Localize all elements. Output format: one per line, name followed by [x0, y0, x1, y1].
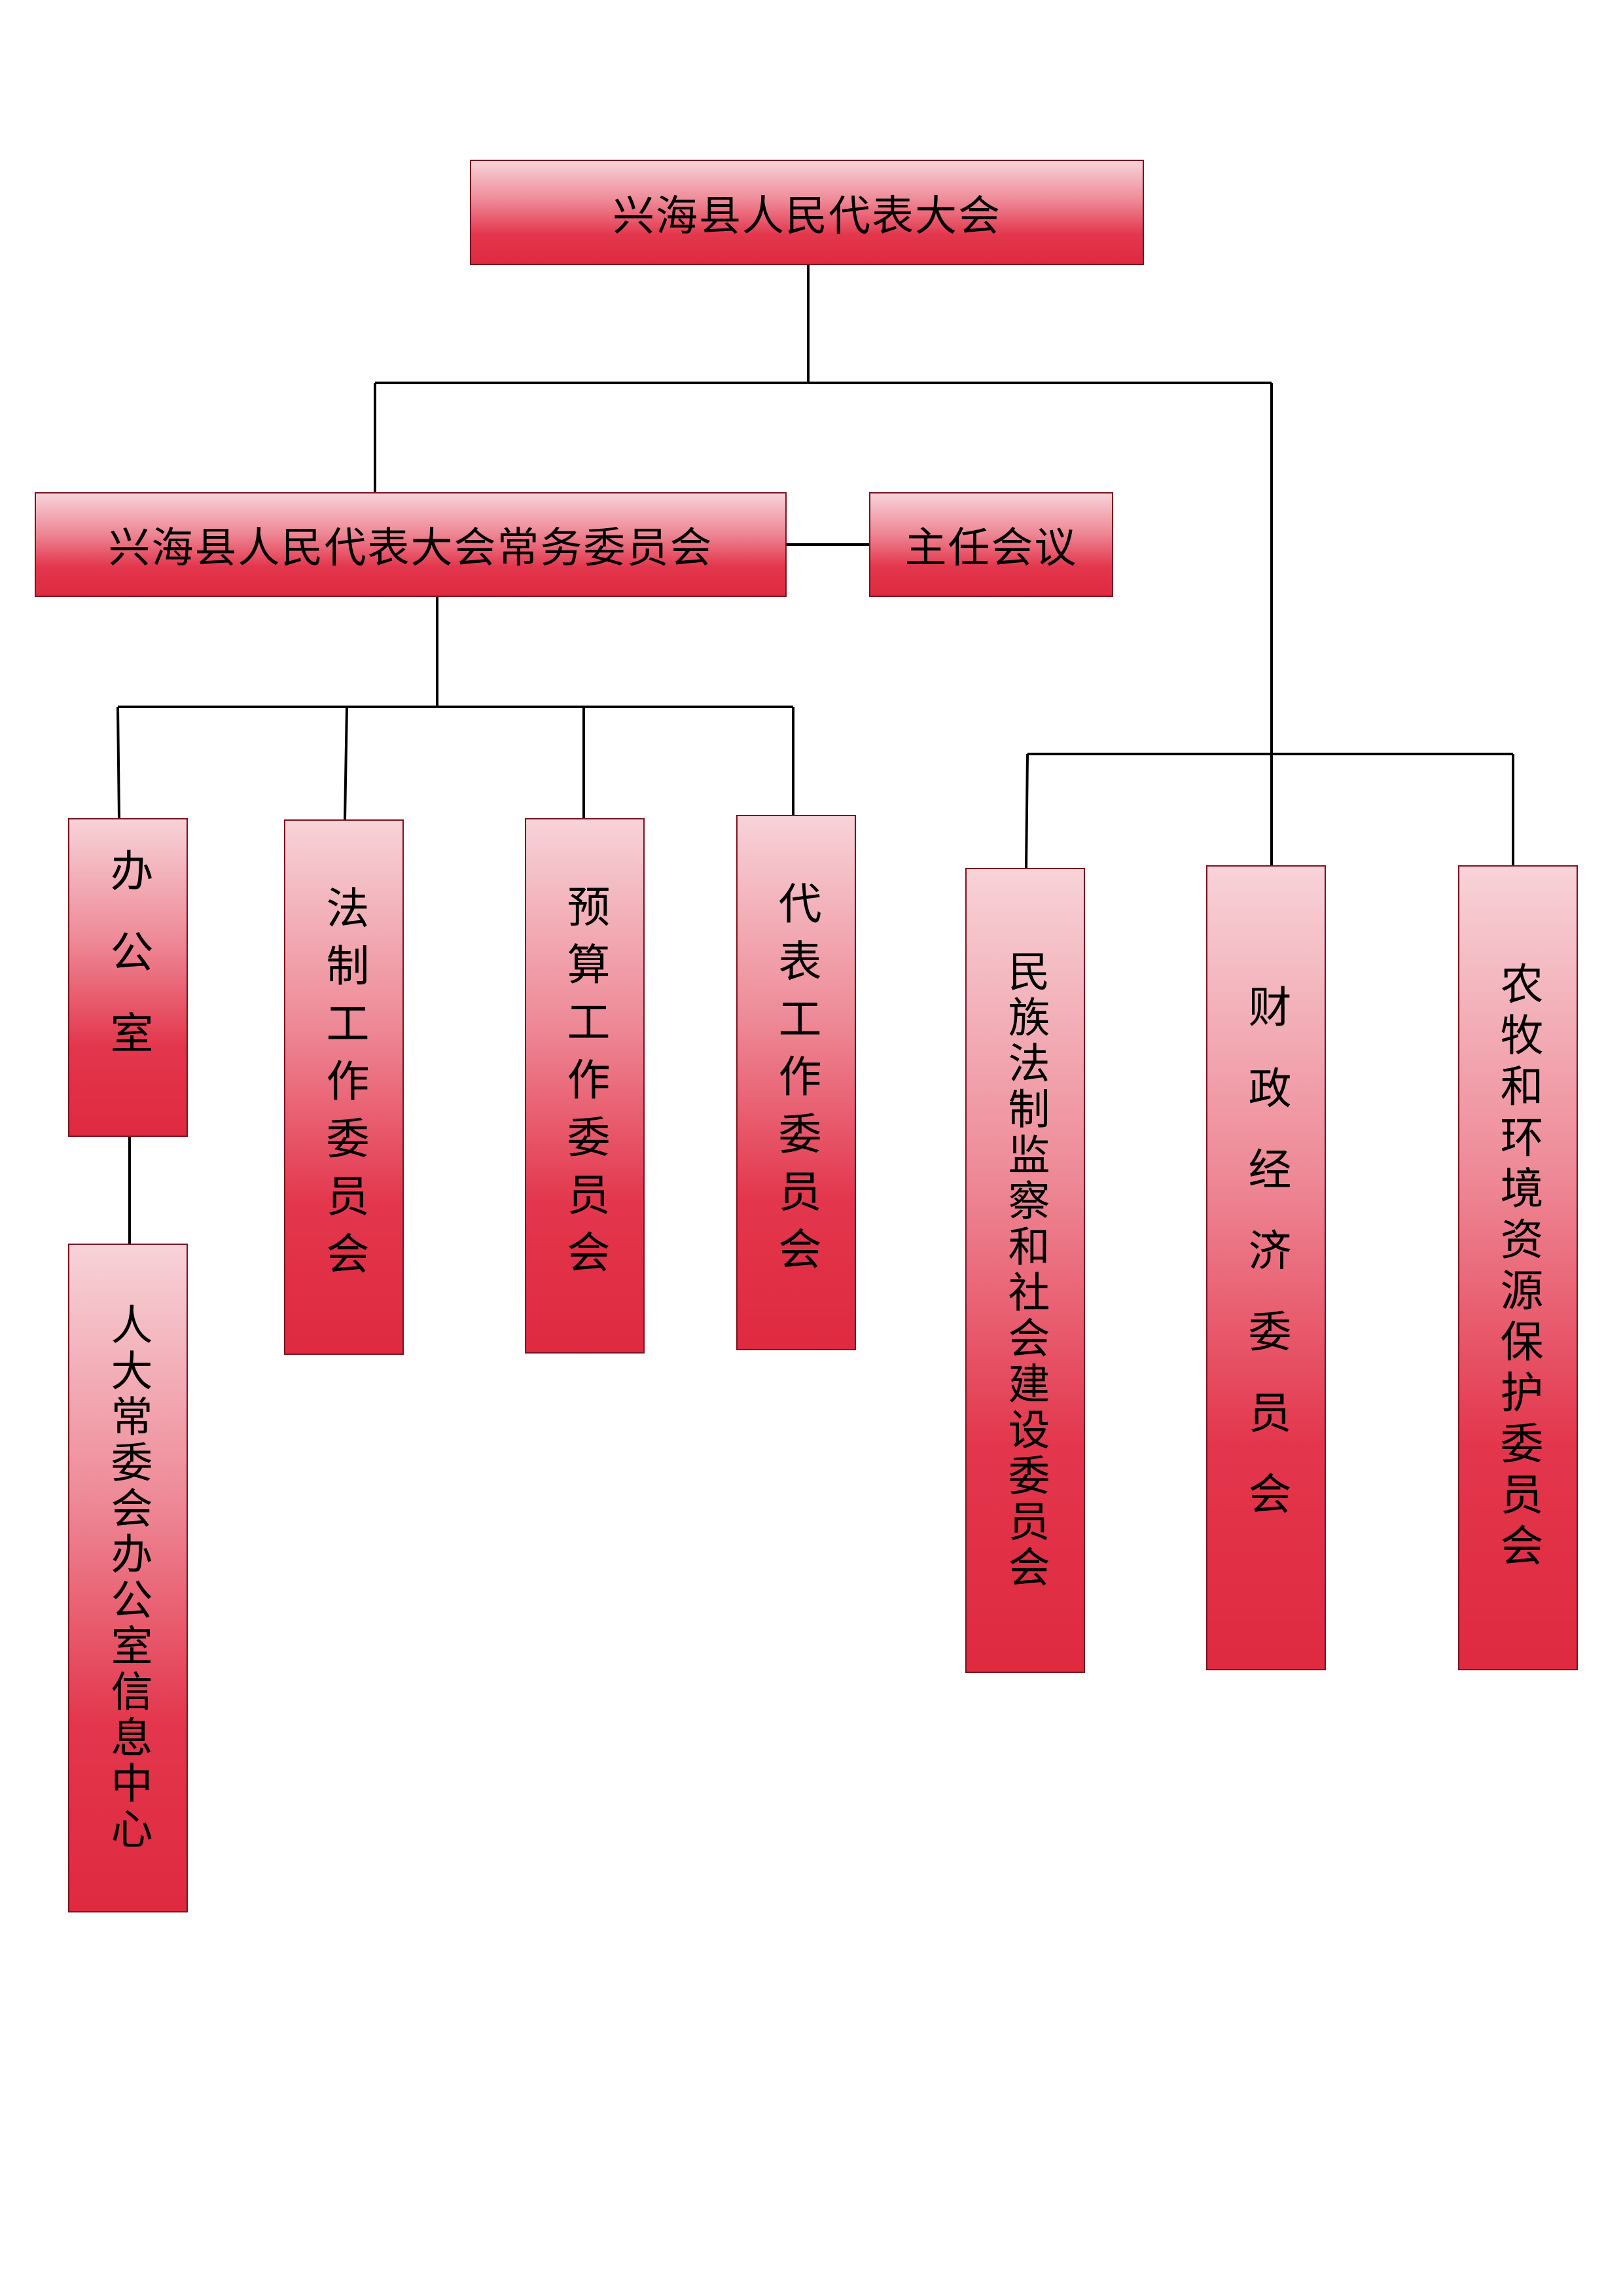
root-label: 兴海县人民代表大会	[613, 192, 1001, 241]
directors-meeting-box: 主任会议	[869, 492, 1113, 597]
ethnic-legal-supervision-committee-label: 民族法制监察和社会建设委员会	[1001, 950, 1050, 1591]
standing-committee-box: 兴海县人民代表大会常务委员会	[35, 492, 787, 597]
agriculture-environment-committee-box: 农牧和环境资源保护委员会	[1458, 865, 1578, 1670]
budget-work-committee-label: 预算工作委员会	[560, 884, 611, 1287]
deputy-work-committee-label: 代表工作委员会	[771, 881, 822, 1284]
finance-economic-committee-box: 财政经济委员会	[1206, 865, 1326, 1670]
legal-work-committee-box: 法制工作委员会	[284, 819, 404, 1355]
deputy-work-committee-box: 代表工作委员会	[736, 815, 856, 1350]
info-center-box: 人大常委会办公室信息中心	[68, 1244, 188, 1912]
directors-meeting-label: 主任会议	[904, 524, 1078, 573]
legal-work-committee-label: 法制工作委员会	[319, 886, 370, 1289]
budget-work-committee-box: 预算工作委员会	[525, 818, 645, 1354]
office-box: 办公室	[68, 818, 188, 1137]
standing-committee-label: 兴海县人民代表大会常务委员会	[108, 524, 713, 573]
root-box-peoples-congress: 兴海县人民代表大会	[470, 160, 1144, 265]
agriculture-environment-committee-label: 农牧和环境资源保护委员会	[1493, 961, 1544, 1574]
office-label: 办公室	[103, 848, 154, 1092]
ethnic-legal-supervision-committee-box: 民族法制监察和社会建设委员会	[965, 868, 1085, 1673]
finance-economic-committee-label: 财政经济委员会	[1241, 984, 1292, 1552]
info-center-label: 人大常委会办公室信息中心	[103, 1303, 152, 1853]
